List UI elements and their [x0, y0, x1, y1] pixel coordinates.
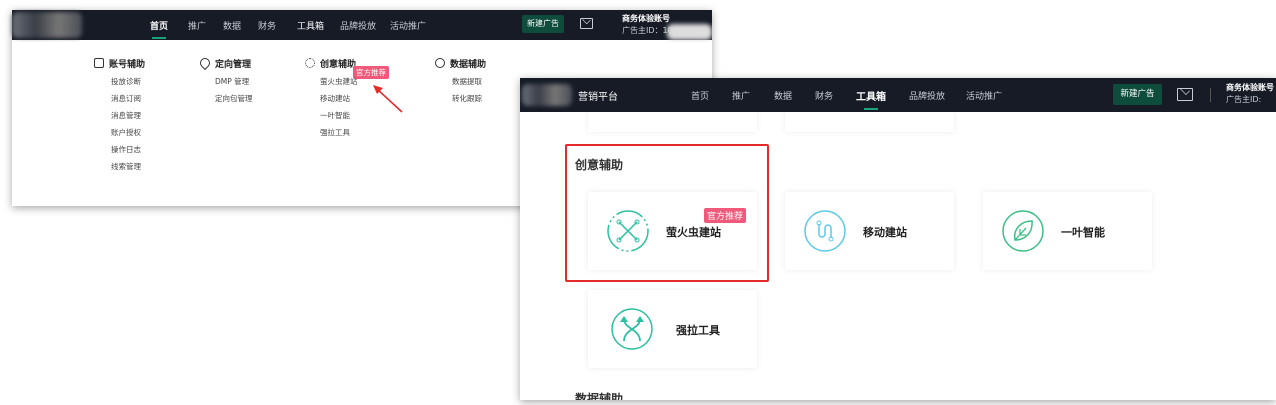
nav-data[interactable]: 数据	[223, 22, 242, 32]
nav-brand[interactable]: 品牌投放	[340, 22, 377, 32]
card-title: 萤火虫建站	[666, 226, 721, 239]
nav-home[interactable]: 首页	[150, 19, 168, 32]
mail-icon[interactable]	[1177, 88, 1193, 101]
menu-item[interactable]: 消息管理	[111, 111, 141, 120]
new-ad-button[interactable]: 新建广告	[1113, 84, 1162, 105]
location-pin-icon	[197, 55, 213, 71]
menu-item[interactable]: 强拉工具	[320, 128, 350, 137]
nav-home[interactable]: 首页	[691, 92, 710, 102]
card-yiye-smart[interactable]: 一叶智能	[983, 192, 1152, 270]
card-title: 强拉工具	[676, 324, 720, 337]
top-nav: 营销平台 首页 推广 数据 财务 工具箱 品牌投放 活动推广 新建广告 商务体验…	[520, 78, 1276, 112]
nav-finance[interactable]: 财务	[815, 92, 834, 102]
advertiser-id: 广告主ID：10	[622, 26, 673, 35]
official-recommend-badge: 官方推荐	[704, 208, 747, 223]
document-icon	[94, 58, 104, 68]
blurred-logo	[12, 12, 82, 38]
top-nav: 首页 推广 数据 财务 工具箱 品牌投放 活动推广 新建广告 商务体验账号广告主…	[12, 10, 712, 40]
mail-icon[interactable]	[580, 18, 593, 29]
menu-item[interactable]: 消息订阅	[111, 94, 141, 103]
column-data-assist: 数据辅助	[435, 57, 486, 70]
card-partial	[588, 112, 757, 132]
account-info[interactable]: 商务体验账号广告主ID:	[1226, 82, 1274, 106]
nav-brand[interactable]: 品牌投放	[909, 92, 946, 102]
column-account-assist: 账号辅助	[94, 57, 145, 70]
nav-activity[interactable]: 活动推广	[966, 92, 1003, 102]
card-partial	[785, 112, 954, 132]
account-info[interactable]: 商务体验账号广告主ID：10	[622, 13, 673, 37]
menu-item[interactable]: 定向包管理	[215, 94, 253, 103]
nav-toolbox[interactable]: 工具箱	[856, 88, 886, 103]
nav-finance[interactable]: 财务	[258, 22, 277, 32]
advertiser-id: 广告主ID:	[1226, 95, 1262, 104]
highlight-box	[565, 144, 769, 282]
section-title-creative: 创意辅助	[575, 158, 624, 172]
firefly-icon	[607, 210, 649, 252]
card-title: 移动建站	[863, 226, 907, 239]
nav-toolbox[interactable]: 工具箱	[297, 22, 325, 32]
lightbulb-icon	[305, 58, 315, 68]
pie-chart-icon	[435, 58, 445, 68]
section-title-data: 数据辅助	[575, 392, 624, 400]
blurred-id	[667, 24, 712, 40]
annotation-arrow-icon	[373, 85, 403, 113]
toolbox-page-panel: 营销平台 首页 推广 数据 财务 工具箱 品牌投放 活动推广 新建广告 商务体验…	[520, 78, 1276, 400]
menu-item[interactable]: 移动建站	[320, 94, 350, 103]
menu-item[interactable]: 一叶智能	[320, 111, 350, 120]
official-recommend-badge: 官方推荐	[353, 66, 389, 79]
nav-data[interactable]: 数据	[774, 92, 793, 102]
card-mobile-site[interactable]: 移动建站	[785, 192, 954, 270]
menu-item[interactable]: 数据提取	[452, 77, 482, 86]
menu-item[interactable]: 投放诊断	[111, 77, 141, 86]
menu-item[interactable]: 操作日志	[111, 145, 141, 154]
card-firefly-site[interactable]: 官方推荐 萤火虫建站	[588, 192, 757, 270]
menu-item[interactable]: 账户授权	[111, 128, 141, 137]
menu-item[interactable]: DMP 管理	[215, 77, 250, 86]
menu-item[interactable]: 线索管理	[111, 162, 141, 171]
nav-promotion[interactable]: 推广	[732, 92, 751, 102]
brand-name: 营销平台	[578, 92, 618, 103]
new-ad-button[interactable]: 新建广告	[522, 15, 564, 33]
menu-item-firefly[interactable]: 萤火虫建站	[320, 77, 358, 86]
column-creative: 创意辅助	[305, 57, 356, 70]
card-title: 一叶智能	[1061, 226, 1105, 239]
account-name: 商务体验账号	[1226, 83, 1274, 92]
blurred-logo	[522, 84, 572, 106]
card-pull-tool[interactable]: 强拉工具	[588, 290, 757, 368]
column-targeting: 定向管理	[197, 55, 251, 71]
nav-promotion[interactable]: 推广	[188, 22, 207, 32]
menu-item[interactable]: 转化跟踪	[452, 94, 482, 103]
divider	[1210, 88, 1211, 102]
leaf-icon	[1002, 210, 1044, 252]
account-name: 商务体验账号	[622, 14, 670, 23]
mobile-site-icon	[804, 210, 846, 252]
nav-activity[interactable]: 活动推广	[390, 22, 427, 32]
split-arrows-icon	[611, 308, 653, 350]
